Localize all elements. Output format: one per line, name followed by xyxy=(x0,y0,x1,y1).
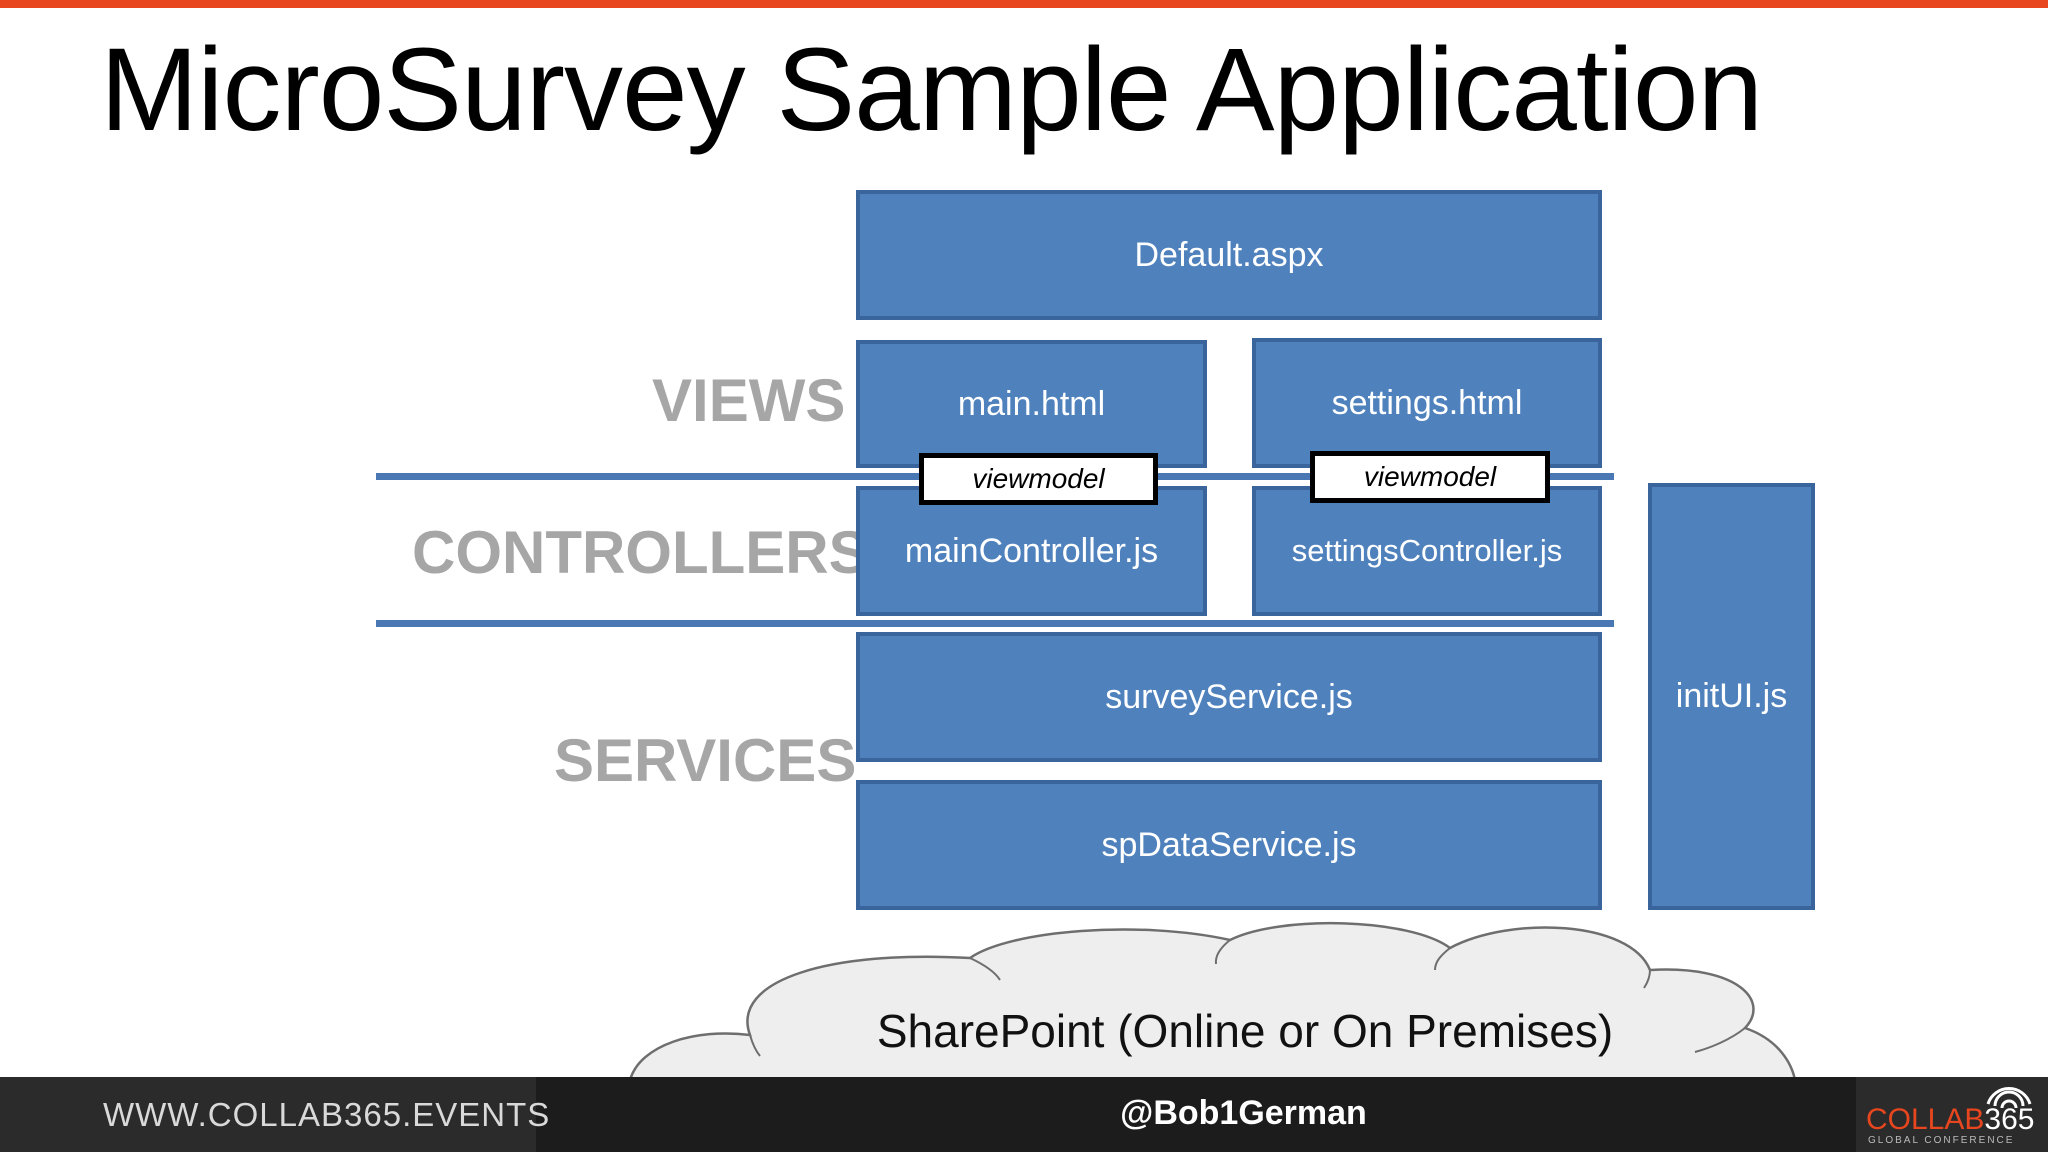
top-accent-bar xyxy=(0,0,2048,8)
layer-label-views: VIEWS xyxy=(652,367,846,434)
footer-twitter-handle: @Bob1German xyxy=(1120,1094,1367,1132)
footer-center-panel xyxy=(536,1077,1856,1152)
slide-title: MicroSurvey Sample Application xyxy=(100,24,1763,156)
box-settings-html: settings.html xyxy=(1252,338,1602,468)
box-main-html-label: main.html xyxy=(957,384,1106,423)
collab365-logo-text: COLLAB365 xyxy=(1866,1103,2034,1137)
box-default-aspx: Default.aspx xyxy=(856,190,1602,320)
viewmodel-settings: viewmodel xyxy=(1310,451,1550,503)
logo-text-365: 365 xyxy=(1984,1103,2035,1136)
box-sp-data-service: spDataService.js xyxy=(856,780,1602,910)
viewmodel-main: viewmodel xyxy=(919,453,1158,505)
logo-subtitle: GLOBAL CONFERENCE xyxy=(1868,1135,2015,1146)
box-init-ui-label: initUI.js xyxy=(1675,677,1788,715)
box-settings-controller-label: settingsController.js xyxy=(1291,533,1563,568)
footer-website: WWW.COLLAB365.EVENTS xyxy=(103,1096,551,1133)
box-main-controller: mainController.js xyxy=(856,486,1207,616)
box-survey-service-label: surveyService.js xyxy=(1105,677,1353,716)
box-survey-service: surveyService.js xyxy=(856,632,1602,762)
layer-label-services: SERVICES xyxy=(554,727,857,794)
box-init-ui: initUI.js xyxy=(1648,483,1815,910)
box-default-aspx-label: Default.aspx xyxy=(1134,235,1324,274)
controllers-services-divider xyxy=(376,620,1614,627)
sharepoint-cloud xyxy=(628,921,1797,1080)
box-settings-controller: settingsController.js xyxy=(1252,486,1602,616)
box-main-controller-label: mainController.js xyxy=(904,531,1159,570)
sharepoint-cloud-label: SharePoint (Online or On Premises) xyxy=(876,1005,1614,1057)
box-sp-data-service-label: spDataService.js xyxy=(1101,825,1357,864)
layer-label-controllers: CONTROLLERS xyxy=(412,519,869,586)
box-settings-html-label: settings.html xyxy=(1331,383,1523,422)
logo-text-collab: COLLAB xyxy=(1866,1103,1985,1136)
collab365-logo-icon xyxy=(1986,1087,2032,1109)
box-main-html: main.html xyxy=(856,340,1207,468)
